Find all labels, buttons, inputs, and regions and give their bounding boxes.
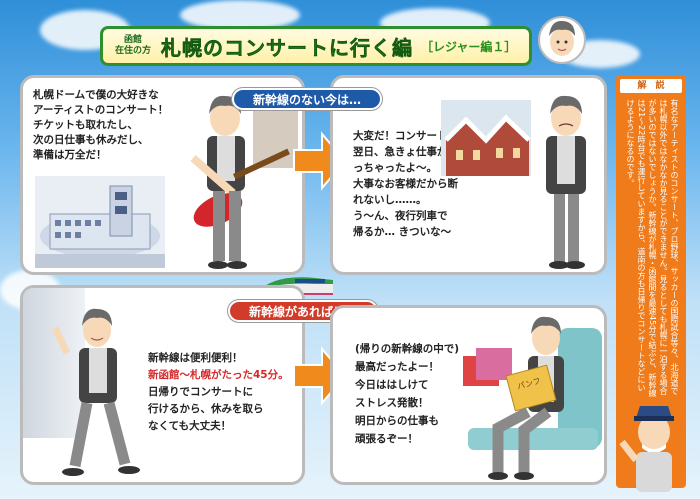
panel-with-shinkansen: 新幹線は便利便利！ 新函館～札幌がたった45分。 日帰りでコンサートに 行けるか… — [20, 285, 305, 485]
panel-return-trip: (帰りの新幹線の中で) 最高だったよー！ 今日ははしけて ストレス発散！ 明日か… — [330, 305, 607, 485]
cloud — [180, 0, 300, 30]
page-subtitle: ［レジャー編１］ — [421, 39, 517, 54]
panel1-line: アーティストのコンサート！ — [33, 104, 169, 116]
title-location-line1: 函館 — [124, 35, 143, 45]
panel2-line: う～ん、夜行列車で — [353, 210, 448, 222]
sidebar-body: 有名なアーティストのコンサート、プロ野球、サッカーの国際試合等々、北海道では札幌… — [626, 99, 679, 398]
station-guide-character — [619, 406, 674, 492]
panel1-line: 準備は万全だ！ — [33, 149, 107, 161]
panel4-line: 今日ははしけて — [355, 379, 429, 391]
panel3-line: 行けるから、休みを取ら — [148, 403, 264, 415]
panel3-line-highlight: 新函館～札幌がたった45分。 — [148, 369, 289, 381]
seated-character: パンフ — [463, 316, 602, 480]
panel4-text: (帰りの新幹線の中で) 最高だったよー！ 今日ははしけて ストレス発散！ 明日か… — [355, 340, 459, 448]
walking-character — [51, 308, 140, 476]
train-door-background — [23, 288, 85, 438]
avatar-icon — [538, 16, 586, 64]
panel4-line: (帰りの新幹線の中で) — [355, 343, 460, 355]
snowy-building-illustration — [441, 100, 531, 176]
panel2-line: 大変だ！コンサートの — [353, 130, 458, 142]
page-title: 札幌のコンサートに行く編 — [161, 35, 414, 60]
section-header-without: 新幹線のない今は… — [232, 88, 382, 110]
panel4-line: 最高だったよー！ — [355, 361, 439, 373]
panel2-line: れないし……。 — [353, 194, 427, 206]
panel2-line: 帰るか… きついな～ — [353, 226, 452, 238]
panel3-text: 新幹線は便利便利！ 新函館～札幌がたった45分。 日帰りでコンサートに 行けるか… — [148, 350, 289, 435]
panel2-line: っちゃったよ～。 — [353, 162, 437, 174]
panel3-line: なくても大丈夫！ — [148, 420, 232, 432]
title-location-line2: 在住の方 — [115, 46, 152, 56]
panel4-line: 頑張るぞー！ — [355, 433, 418, 445]
title-banner: 函館 在住の方 札幌のコンサートに行く編 ［レジャー編１］ — [100, 26, 532, 66]
panel3-line: 新幹線は便利便利！ — [148, 352, 243, 364]
guitarist-character — [190, 88, 298, 269]
sidebar-header: 解 説 — [620, 79, 682, 93]
panel1-line: 札幌ドームで僕の大好きな — [33, 89, 159, 101]
panel2-line: 大事なお客様だから断 — [353, 178, 458, 190]
panel1-text: 札幌ドームで僕の大好きな アーティストのコンサート！ チケットも取れたし、 次の… — [33, 88, 168, 163]
panel2-line: 翌日、急きょ仕事が入 — [353, 146, 458, 158]
panel1-line: 次の日仕事も休みだし、 — [33, 134, 149, 146]
stadium-illustration — [35, 176, 165, 268]
panel2-text: 大変だ！コンサートの 翌日、急きょ仕事が入 っちゃったよ～。 大事なお客様だから… — [353, 128, 458, 240]
panel3-line: 日帰りでコンサートに — [148, 386, 253, 398]
title-location: 函館 在住の方 — [115, 35, 151, 57]
panel4-line: 明日からの仕事も — [355, 415, 439, 427]
worried-character — [546, 95, 586, 269]
panel1-line: チケットも取れたし、 — [33, 119, 138, 131]
panel4-line: ストレス発散！ — [355, 397, 429, 409]
